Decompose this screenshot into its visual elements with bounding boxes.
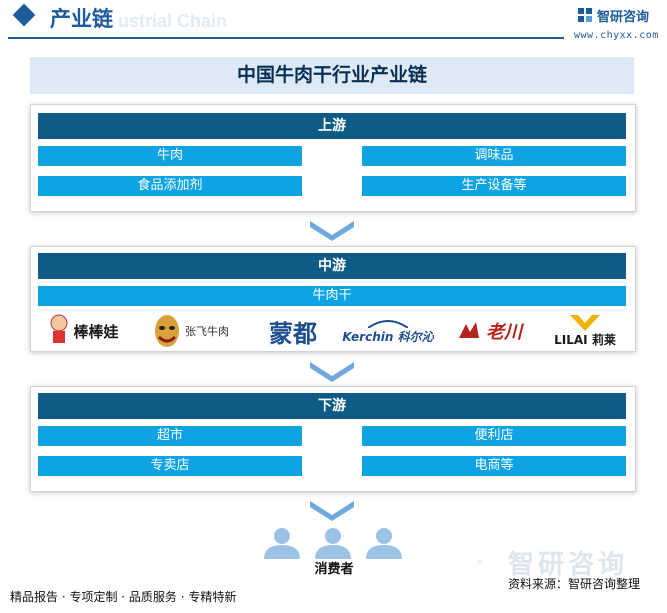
flow-arrow-icon	[310, 221, 354, 241]
bangbangwa-mascot-icon	[50, 314, 68, 343]
downstream-item: 电商等	[362, 456, 626, 476]
brand-label: 老川	[486, 322, 522, 343]
page-title: 产业链	[50, 7, 113, 31]
brand-label: LILAI 莉莱	[554, 332, 616, 347]
brand-url: www.chyxx.com	[574, 30, 659, 41]
watermark-text: 智研咨询	[508, 550, 629, 580]
downstream-header: 下游	[38, 393, 626, 419]
brand-label: 棒棒娃	[73, 322, 119, 341]
zhangfei-mask-icon	[155, 315, 179, 347]
person-icon	[315, 528, 351, 559]
brand-logo-kerchin: Kerchin 科尔沁	[337, 311, 439, 351]
brand-label: 张飞牛肉	[185, 325, 229, 338]
upstream-header: 上游	[38, 113, 626, 139]
person-icon	[264, 528, 300, 559]
downstream-item: 超市	[38, 426, 302, 446]
upstream-item: 牛肉	[38, 146, 302, 166]
brand-logo-bangbangwa: 棒棒娃	[35, 311, 133, 351]
flow-arrow-icon	[310, 362, 354, 382]
downstream-item: 专卖店	[38, 456, 302, 476]
person-icon	[366, 528, 402, 559]
chain-title: 中国牛肉干行业产业链	[30, 57, 634, 94]
midstream-product: 牛肉干	[38, 286, 626, 306]
midstream-panel: 中游 牛肉干 棒棒娃 张飞牛肉 蒙都	[30, 246, 636, 352]
source-note: 资料来源：智研咨询整理	[508, 577, 641, 591]
brand-logo-icon	[578, 8, 592, 22]
brand-name: 智研咨询	[597, 10, 650, 25]
upstream-item: 食品添加剂	[38, 176, 302, 196]
downstream-panel: 下游 超市 便利店 专卖店 电商等	[30, 386, 636, 492]
upstream-item: 调味品	[362, 146, 626, 166]
downstream-item: 便利店	[362, 426, 626, 446]
header-divider	[8, 37, 564, 39]
brand-logo-mengdu: 蒙都	[249, 311, 337, 351]
brand-logo-zhangfei: 张飞牛肉	[135, 311, 247, 351]
midstream-header: 中游	[38, 253, 626, 279]
footer-tagline: 精品报告 · 专项定制 · 品质服务 · 专精特新	[10, 590, 237, 604]
brand-label: 蒙都	[269, 319, 317, 348]
consumer-group	[262, 527, 404, 559]
brand-logo-row: 棒棒娃 张飞牛肉 蒙都 Kerchin 科尔沁	[31, 311, 635, 351]
lilai-v-icon	[570, 314, 600, 331]
upstream-panel: 上游 牛肉 调味品 食品添加剂 生产设备等	[30, 104, 636, 212]
header-diamond-icon	[12, 3, 36, 27]
header-ghost-text: ustrial Chain	[118, 11, 228, 31]
laochuan-emblem-icon	[459, 322, 479, 338]
watermark-logo-icon	[478, 559, 482, 564]
brand-logo-lilai: LILAI 莉莱	[539, 311, 631, 351]
flow-arrow-icon	[310, 501, 354, 521]
kerchin-wing-icon	[368, 319, 408, 328]
upstream-item: 生产设备等	[362, 176, 626, 196]
consumer-label: 消费者	[314, 562, 354, 577]
brand-logo-laochuan: 老川	[441, 311, 537, 351]
brand-label: Kerchin 科尔沁	[342, 329, 434, 344]
